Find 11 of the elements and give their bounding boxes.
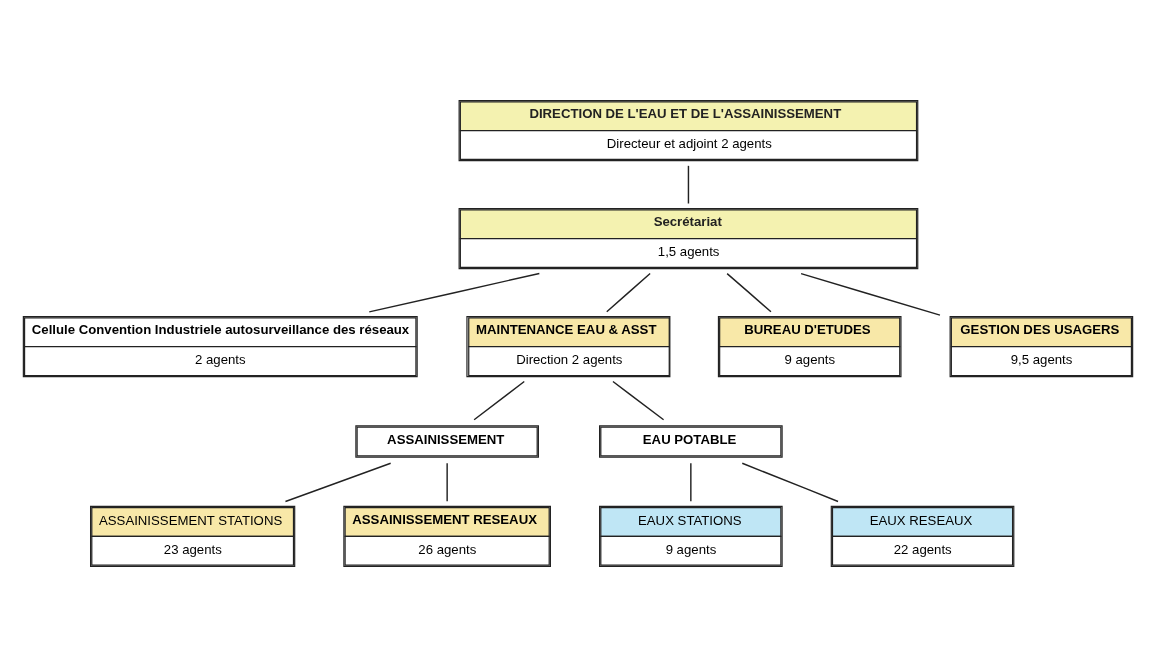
connector (284, 462, 392, 502)
connector (606, 272, 651, 312)
connector (726, 272, 772, 312)
connector (612, 380, 665, 420)
connector (368, 272, 541, 313)
connector (690, 462, 692, 502)
connector (687, 164, 690, 204)
connector (741, 462, 839, 502)
connector (446, 462, 448, 502)
connector (800, 272, 941, 316)
connector (473, 380, 525, 420)
